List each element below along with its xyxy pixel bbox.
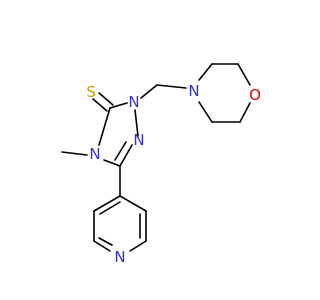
atom-s: S [86,83,96,101]
bond-n1-ch2 [140,84,158,99]
atom-n-pyridine: N [114,248,125,266]
bond-o-c3 [239,102,251,123]
bond-n4-c5 [98,107,111,146]
bond-c2-o [237,63,251,86]
atom-n-morpholine: N [188,82,199,100]
atom-n4: N [89,145,100,163]
bond-c5-s-b [92,98,108,112]
bond-n1-n2 [134,109,139,137]
structure-canvas: S N N N N O N [61,63,261,266]
bond-c5-n1 [109,102,128,109]
molecule-structure: S N N N N O N [61,63,261,266]
bond-nm-c1 [198,63,213,81]
bonds-layer [61,63,251,252]
atom-n1: N [128,93,139,111]
bond-py-3 [129,240,147,252]
bond-py-6 [93,195,121,212]
bond-ch2-nm [156,84,187,89]
bond-c4-nm [198,101,213,123]
atom-n2: N [133,131,144,149]
bond-py-6-inner [99,201,121,215]
bond-c5-s-a [98,92,114,106]
bond-n4-methyl [61,151,88,156]
bond-py-4 [93,240,111,252]
atom-labels-layer: S N N N N O N [86,82,261,266]
bond-n2-c3-b [114,141,127,161]
bond-py-1 [119,195,147,212]
bond-n2-c3-a [119,144,133,167]
atom-o-morpholine: O [249,86,261,104]
bond-c3-n4 [103,159,121,167]
bond-py-4-inner [98,237,113,246]
